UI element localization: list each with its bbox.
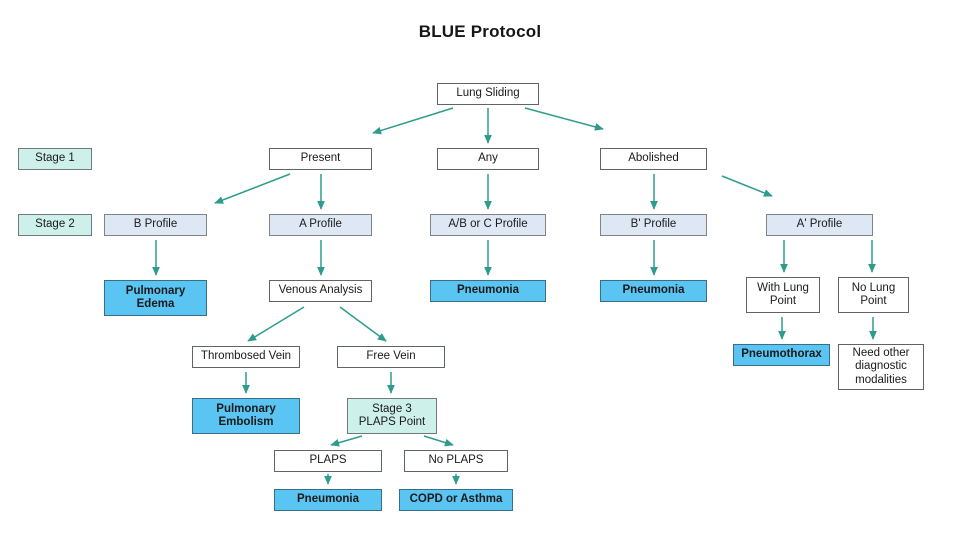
node-label: Need other diagnostic modalities [852, 347, 910, 386]
node-label: Stage 3 PLAPS Point [358, 402, 426, 428]
node-lung-sliding[interactable]: Lung Sliding [437, 83, 539, 105]
node-label: Venous Analysis [278, 284, 363, 297]
node-label: No Lung Point [851, 281, 896, 307]
node-no-plaps[interactable]: No PLAPS [404, 450, 508, 472]
node-label: B' Profile [630, 218, 677, 231]
node-label: Pneumonia [622, 284, 685, 297]
node-stage-3-plaps[interactable]: Stage 3 PLAPS Point [347, 398, 437, 434]
node-label: Lung Sliding [456, 87, 520, 100]
node-plaps[interactable]: PLAPS [274, 450, 382, 472]
node-label: Pneumothorax [741, 348, 822, 361]
node-label: With Lung Point [757, 281, 809, 307]
node-label: PLAPS [309, 454, 347, 467]
page-title: BLUE Protocol [418, 22, 542, 41]
edge-venous-to-thrombosed-vein [247, 306, 305, 342]
node-label: Any [478, 152, 498, 165]
node-label: Free Vein [366, 350, 416, 363]
node-label: Stage 2 [35, 218, 75, 231]
node-label: Abolished [628, 152, 679, 165]
node-stage-2[interactable]: Stage 2 [18, 214, 92, 236]
edge-present-to-b-profile [214, 173, 291, 204]
node-label: Stage 1 [35, 152, 75, 165]
node-label: Pulmonary Embolism [216, 402, 276, 428]
node-label: B Profile [133, 218, 178, 231]
node-ab-or-c-profile[interactable]: A/B or C Profile [430, 214, 546, 236]
node-stage-1[interactable]: Stage 1 [18, 148, 92, 170]
edge-lung-sliding-to-abolished [524, 107, 604, 131]
node-label: Thrombosed Vein [200, 350, 292, 363]
node-label: Present [300, 152, 341, 165]
node-pneumonia-abc[interactable]: Pneumonia [430, 280, 546, 302]
node-label: COPD or Asthma [409, 493, 503, 506]
node-label: A' Profile [796, 218, 843, 231]
node-thrombosed-vein[interactable]: Thrombosed Vein [192, 346, 300, 368]
node-need-other[interactable]: Need other diagnostic modalities [838, 344, 924, 390]
edge-stage-3-to-plaps [330, 435, 363, 447]
node-label: A/B or C Profile [448, 218, 528, 231]
node-abolished[interactable]: Abolished [600, 148, 707, 170]
node-label: Pneumonia [457, 284, 519, 297]
node-no-lung-point[interactable]: No Lung Point [838, 277, 909, 313]
edge-venous-to-free-vein [339, 306, 387, 342]
node-a-prime-profile[interactable]: A' Profile [766, 214, 873, 236]
edge-abolished-to-a-prime-profile [721, 175, 773, 197]
node-pneumonia-plaps[interactable]: Pneumonia [274, 489, 382, 511]
edge-lung-sliding-to-present [372, 107, 454, 135]
node-pulmonary-embolism[interactable]: Pulmonary Embolism [192, 398, 300, 434]
node-pulmonary-edema[interactable]: Pulmonary Edema [104, 280, 207, 316]
node-with-lung-point[interactable]: With Lung Point [746, 277, 820, 313]
node-venous-analysis[interactable]: Venous Analysis [269, 280, 372, 302]
node-copd-or-asthma[interactable]: COPD or Asthma [399, 489, 513, 511]
node-b-profile[interactable]: B Profile [104, 214, 207, 236]
node-b-prime-profile[interactable]: B' Profile [600, 214, 707, 236]
node-label: No PLAPS [428, 454, 484, 467]
node-label: Pulmonary Edema [125, 284, 186, 310]
node-a-profile[interactable]: A Profile [269, 214, 372, 236]
node-label: A Profile [299, 218, 342, 231]
node-any[interactable]: Any [437, 148, 539, 170]
node-pneumonia-bprime[interactable]: Pneumonia [600, 280, 707, 302]
edge-stage-3-to-no-plaps [423, 435, 454, 447]
node-free-vein[interactable]: Free Vein [337, 346, 445, 368]
node-pneumothorax[interactable]: Pneumothorax [733, 344, 830, 366]
node-label: Pneumonia [297, 493, 359, 506]
node-present[interactable]: Present [269, 148, 372, 170]
